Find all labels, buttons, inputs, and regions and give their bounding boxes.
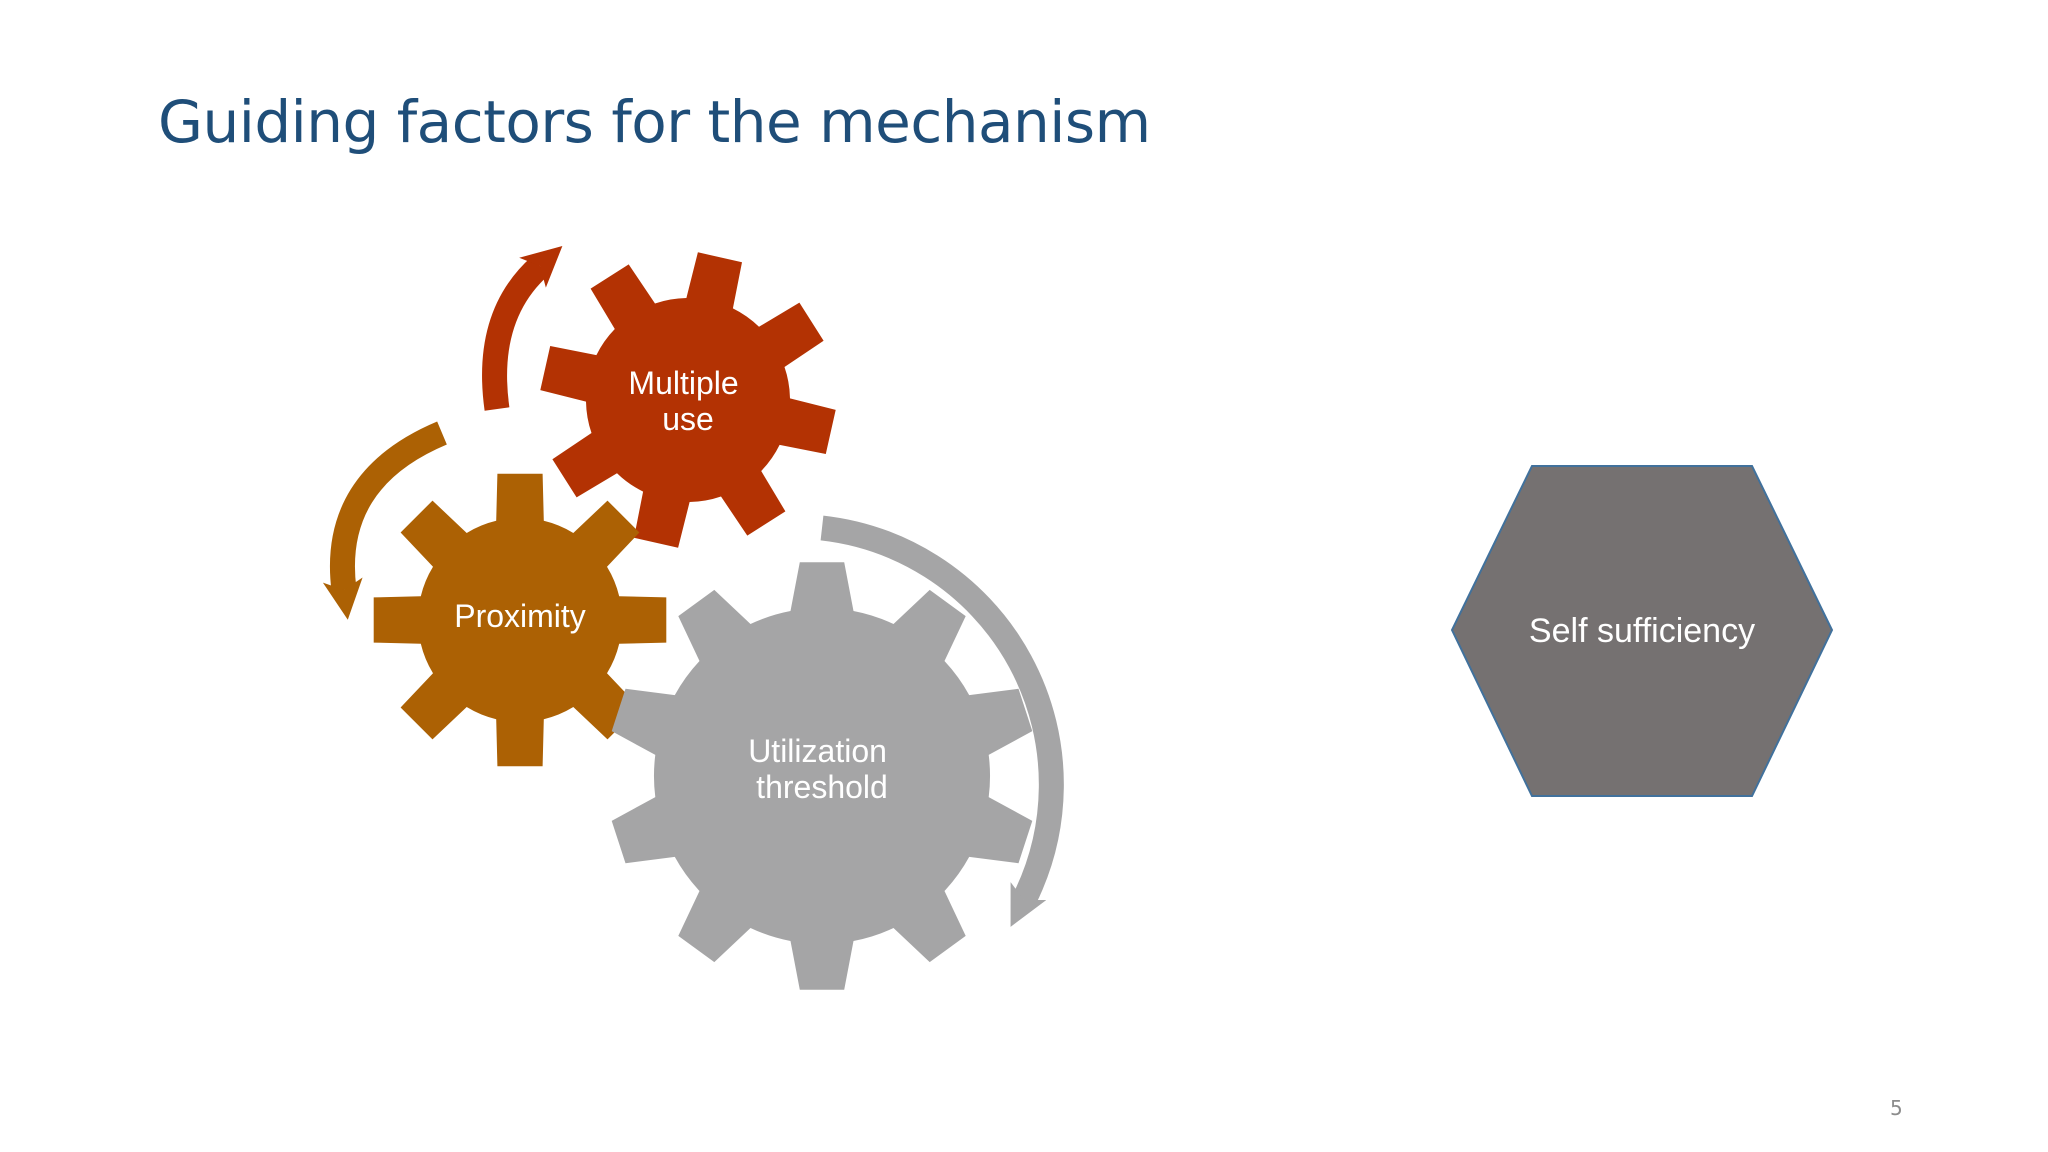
gear-proximity: Proximity bbox=[373, 473, 667, 767]
hexagon-shape bbox=[1450, 465, 1834, 797]
gear-utilization-threshold: Utilization threshold bbox=[611, 562, 1033, 990]
gear-multiple-use: Multiple use bbox=[540, 252, 836, 548]
self-sufficiency-hexagon: Self sufficiency bbox=[1450, 465, 1834, 797]
gear-proximity-label: Proximity bbox=[454, 598, 586, 634]
page-number: 5 bbox=[1890, 1096, 1903, 1120]
gear-multiple-use-label: Multiple use bbox=[628, 365, 747, 437]
cycle-arrow-orange bbox=[322, 421, 447, 620]
slide-title: Guiding factors for the mechanism bbox=[158, 88, 1151, 156]
hexagon-label: Self sufficiency bbox=[1529, 612, 1755, 650]
gear-utilization-threshold-body bbox=[611, 562, 1033, 990]
cycle-arrow-red bbox=[482, 246, 563, 411]
gear-multiple-use-body bbox=[540, 252, 836, 548]
gear-utilization-threshold-label: Utilization threshold bbox=[748, 733, 896, 805]
gear-proximity-body bbox=[373, 473, 667, 767]
cycle-arrow-gray bbox=[820, 515, 1064, 927]
